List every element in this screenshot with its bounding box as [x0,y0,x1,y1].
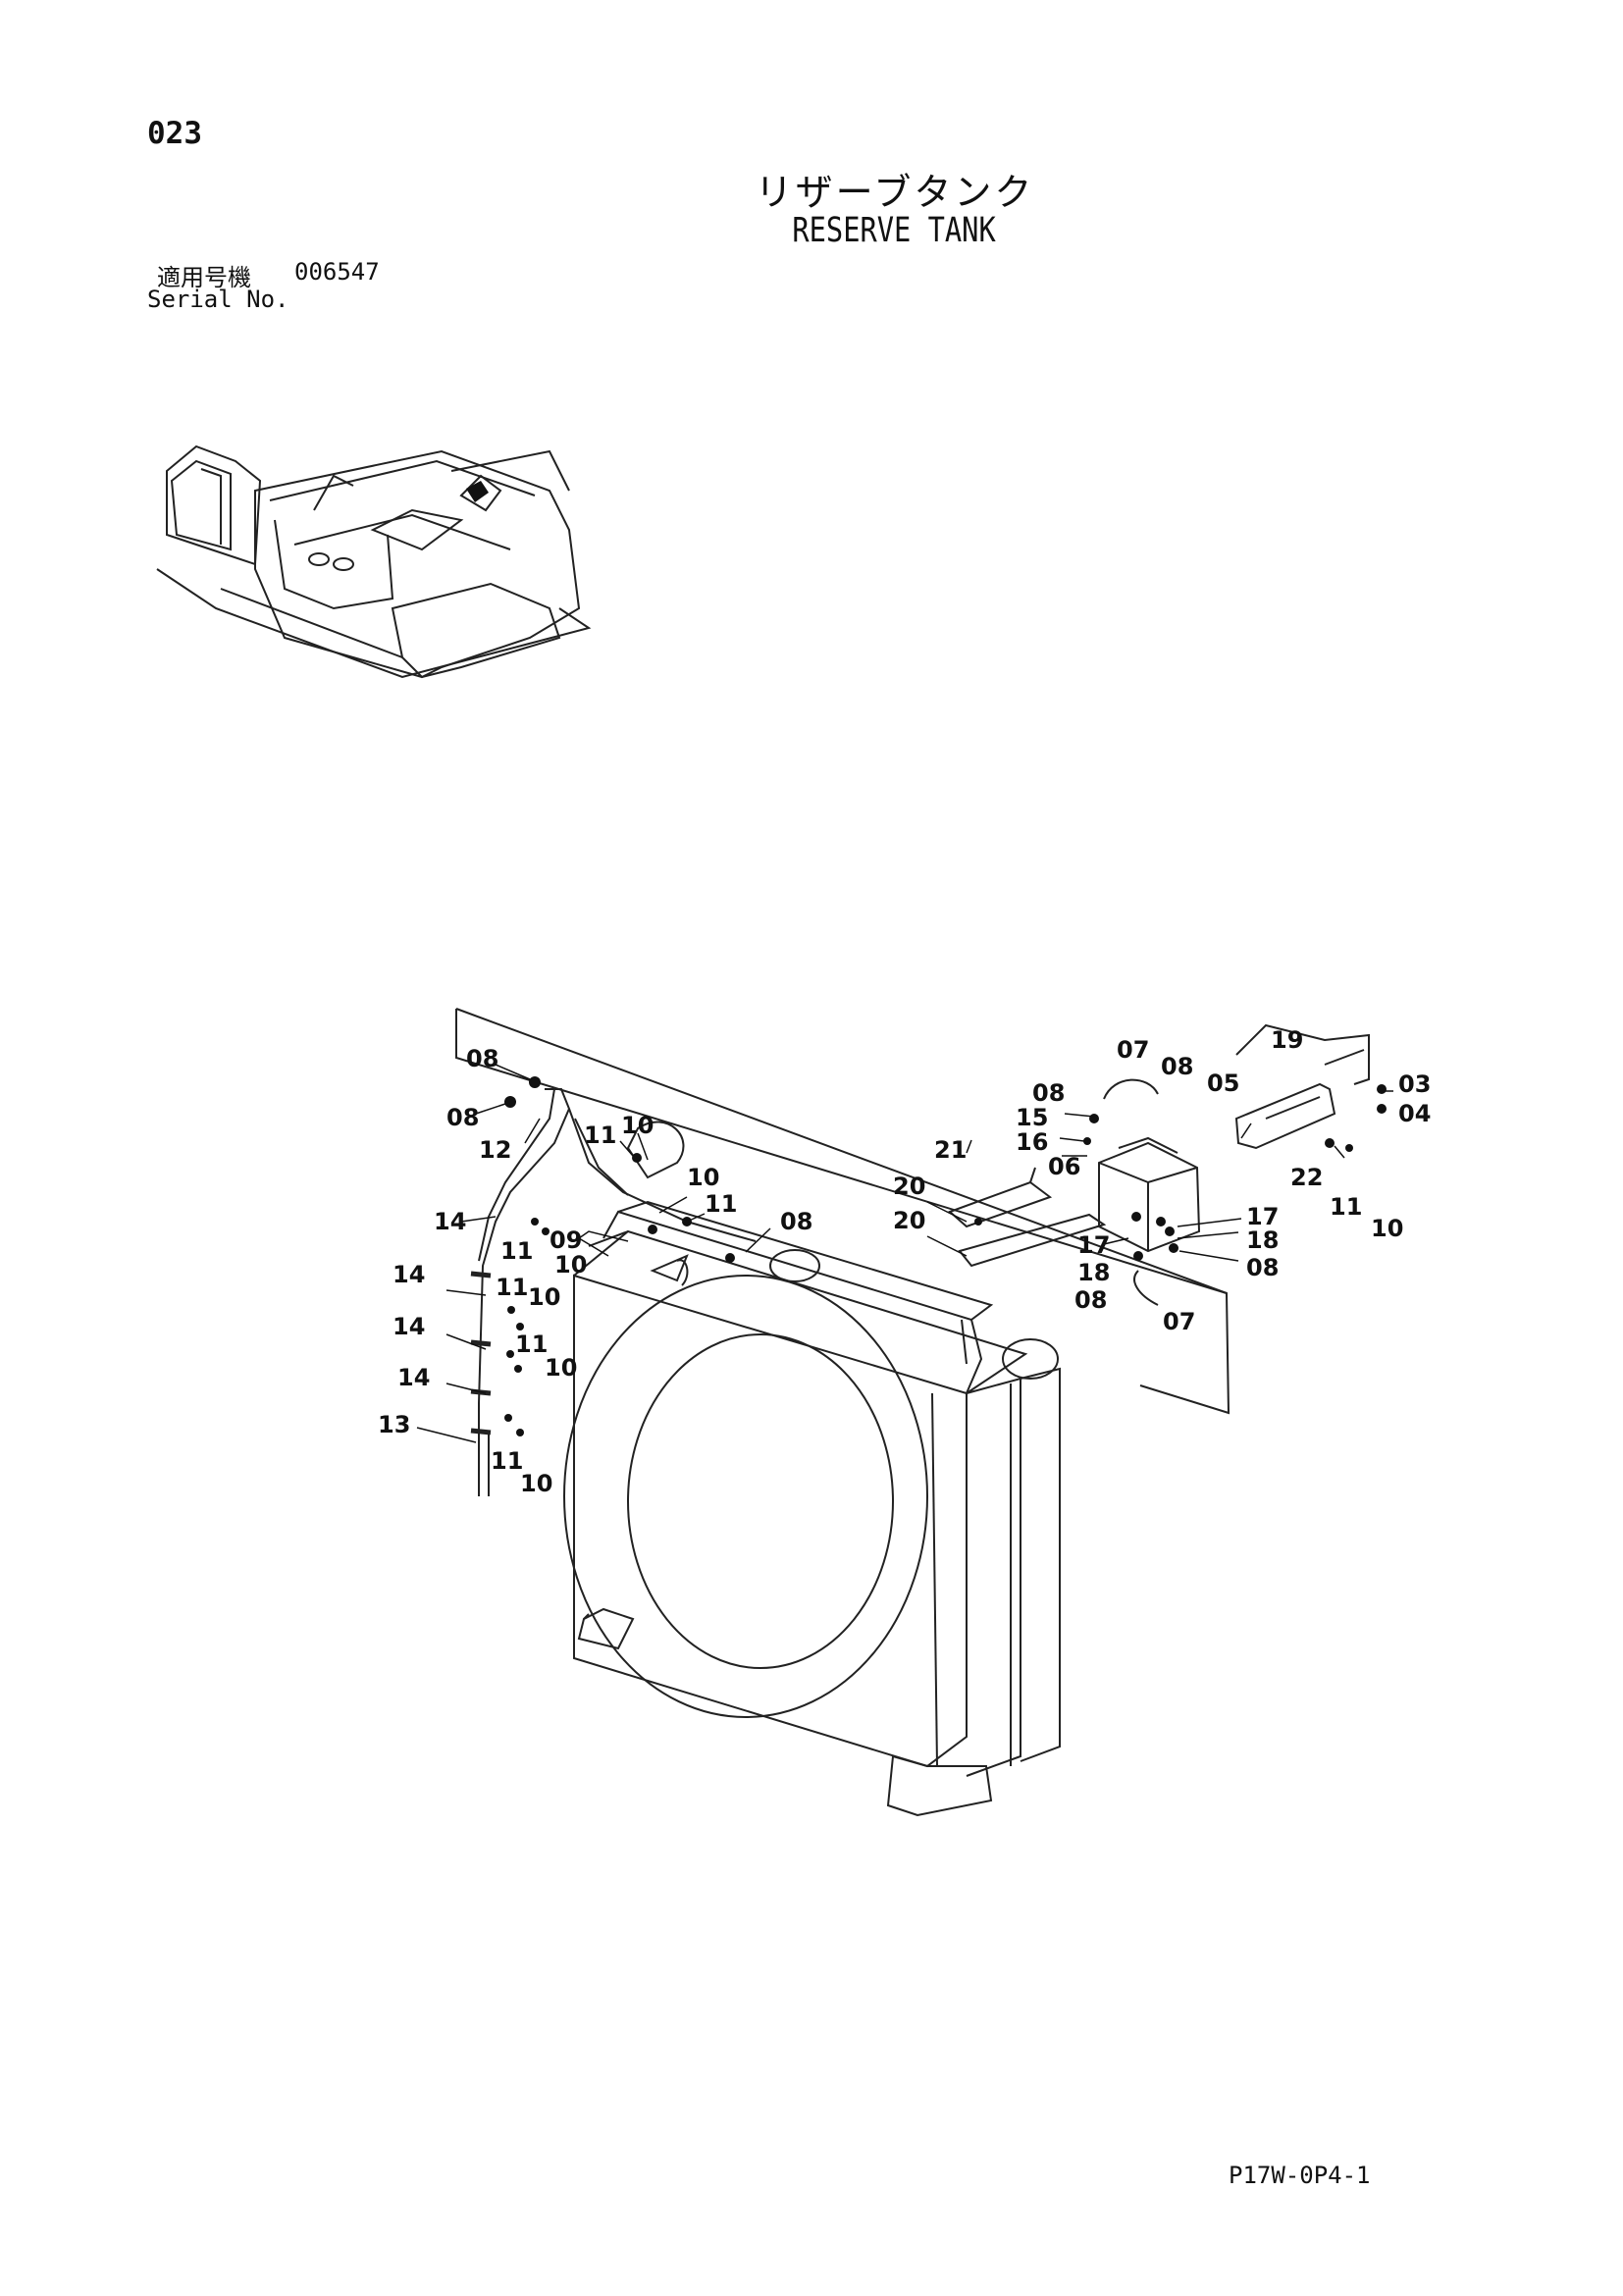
callout-part-10: 10 [1371,1215,1404,1242]
callout-part-03: 03 [1398,1070,1432,1098]
callout-part-11: 11 [491,1447,524,1475]
callout-part-07: 07 [1163,1308,1196,1335]
page-title-japanese: リザーブタンク [755,171,1035,214]
callout-part-10: 10 [687,1164,720,1191]
callout-part-17: 17 [1077,1231,1111,1259]
callout-part-21: 21 [934,1136,968,1164]
callout-part-16: 16 [1016,1128,1049,1156]
callout-part-10: 10 [621,1112,654,1139]
page-number: 023 [147,116,202,151]
callout-part-14: 14 [397,1364,431,1391]
callout-part-14: 14 [393,1261,426,1288]
callout-part-18: 18 [1077,1259,1111,1286]
callout-part-10: 10 [554,1251,588,1278]
callout-part-19: 19 [1271,1026,1304,1054]
callout-part-11: 11 [705,1190,738,1218]
callout-part-05: 05 [1207,1070,1240,1097]
callout-part-22: 22 [1290,1164,1324,1191]
callout-part-11: 11 [515,1331,549,1358]
callout-part-08: 08 [446,1104,480,1131]
callout-part-06: 06 [1048,1153,1081,1180]
callout-part-14: 14 [434,1208,467,1235]
serial-number-value: 006547 [294,258,380,286]
callout-part-11: 11 [496,1274,529,1301]
callout-part-07: 07 [1117,1036,1150,1064]
callout-part-10: 10 [545,1354,578,1382]
callout-part-12: 12 [479,1136,512,1164]
callout-part-08: 08 [1032,1079,1066,1107]
callout-part-17: 17 [1246,1203,1280,1230]
callout-part-10: 10 [520,1470,553,1497]
callout-part-20: 20 [893,1207,926,1234]
callout-part-15: 15 [1016,1104,1049,1131]
callout-part-18: 18 [1246,1226,1280,1254]
callout-part-08: 08 [780,1208,813,1235]
callout-part-04: 04 [1398,1100,1432,1127]
callout-part-13: 13 [378,1411,411,1438]
callout-part-11: 11 [584,1122,617,1149]
callout-part-08: 08 [466,1045,499,1072]
document-code: P17W-0P4-1 [1229,2162,1371,2189]
callout-part-09: 09 [550,1226,583,1254]
callout-part-08: 08 [1074,1286,1108,1314]
callout-part-10: 10 [528,1283,561,1311]
serial-label-japanese: 適用号機 [157,264,251,291]
callout-part-11: 11 [500,1237,534,1265]
page-title-english: RESERVE TANK [792,211,996,250]
serial-label-english: Serial No. [147,286,289,313]
callout-part-11: 11 [1330,1193,1363,1221]
callout-part-08: 08 [1161,1053,1194,1080]
callout-part-14: 14 [393,1313,426,1340]
callout-part-08: 08 [1246,1254,1280,1281]
callout-part-20: 20 [893,1173,926,1200]
